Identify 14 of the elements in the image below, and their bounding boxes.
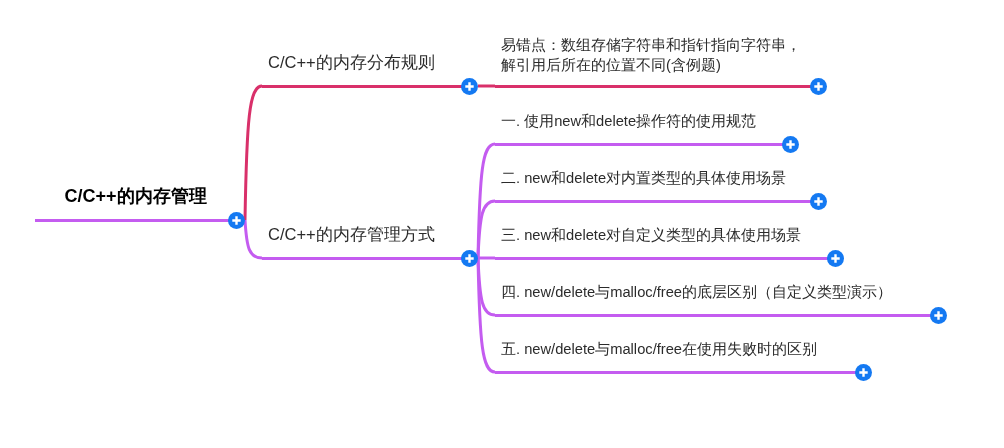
connector-line [476,257,496,317]
topic-text: 四. new/delete与malloc/free的底层区别（自定义类型演示） [501,283,893,302]
topic-text: 易错点：数组存储字符串和指针指向字符串，解引用后所在的位置不同(含例题) [501,36,802,75]
topic-text: C/C++的内存管理方式 [268,224,435,245]
topic-text: 五. new/delete与malloc/free在使用失败时的区别 [501,340,818,359]
topic-text: C/C++的内存分布规则 [268,52,435,73]
connector-line [476,199,496,259]
topic-text: 一. 使用new和delete操作符的使用规范 [501,112,757,131]
connector-line [478,84,495,88]
topic-text: 三. new和delete对自定义类型的具体使用场景 [501,226,802,245]
topic-text: C/C++的内存管理 [64,185,207,208]
connector-line [243,84,263,221]
connector-line [478,256,495,260]
topic-text: 二. new和delete对内置类型的具体使用场景 [501,169,787,188]
